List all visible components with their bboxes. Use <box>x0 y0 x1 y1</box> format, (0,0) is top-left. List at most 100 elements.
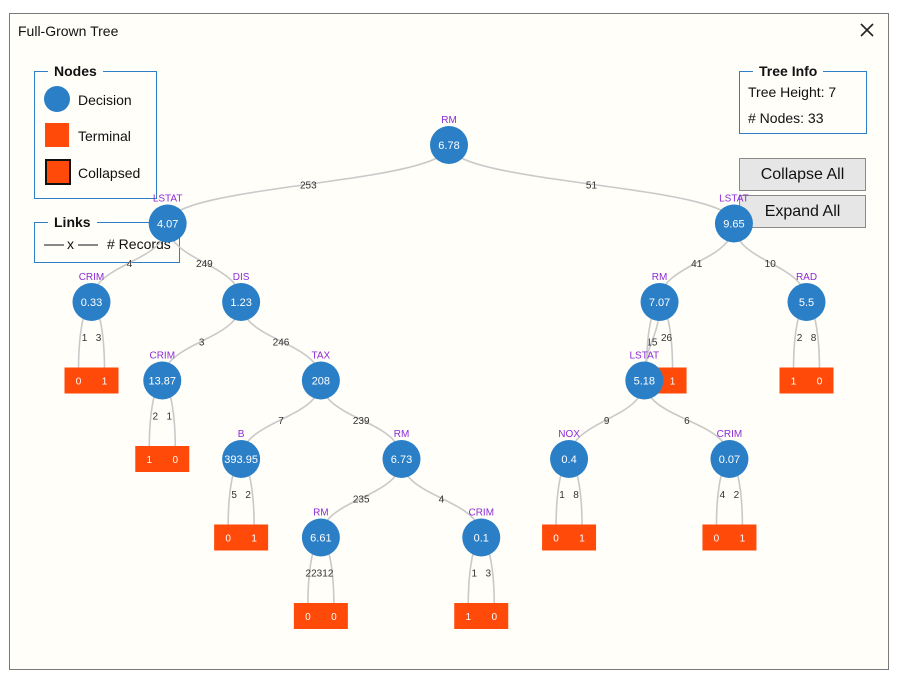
terminal-box[interactable] <box>214 524 269 551</box>
node-split-value: 4.07 <box>157 219 178 231</box>
decision-circle[interactable] <box>550 440 589 478</box>
decision-circle[interactable] <box>430 126 468 164</box>
terminal-left-value: 0 <box>305 612 311 623</box>
node-split-value: 0.4 <box>561 454 576 466</box>
terminal-box[interactable] <box>293 603 348 629</box>
terminal-box[interactable] <box>542 524 597 551</box>
node-split-value: 393.95 <box>224 454 258 466</box>
decision-legend-label: Decision <box>78 92 132 108</box>
terminal-edge-left-count: 2 <box>152 411 158 422</box>
terminal-right-value: 0 <box>491 612 497 623</box>
edge-record-count: 7 <box>278 416 284 427</box>
decision-circle[interactable] <box>382 440 421 478</box>
terminal-edge-right-count: 12 <box>322 568 334 579</box>
decision-node[interactable]: 5.5 RAD <box>787 272 826 321</box>
node-split-value: 0.33 <box>81 297 102 309</box>
decision-circle[interactable] <box>222 283 261 321</box>
terminal-left-value: 1 <box>146 455 152 466</box>
node-attribute-label: RAD <box>796 272 817 283</box>
edge-record-count: 249 <box>196 259 213 270</box>
decision-circle[interactable] <box>143 361 182 400</box>
decision-node[interactable]: 7.07 RM <box>640 272 679 321</box>
tree-edge <box>448 144 735 224</box>
decision-circle[interactable] <box>787 283 826 321</box>
node-attribute-label: RM <box>394 429 410 440</box>
terminal-box[interactable] <box>64 367 119 394</box>
tree-window: Full-Grown Tree Nodes Decision Terminal … <box>9 13 889 670</box>
collapse-all-button[interactable]: Collapse All <box>739 158 866 191</box>
terminal-right-value: 1 <box>579 534 585 545</box>
terminal-edge-right-count: 8 <box>811 333 817 344</box>
terminal-edge-right-count: 1 <box>166 411 172 422</box>
decision-circle[interactable] <box>640 283 679 321</box>
decision-circle[interactable] <box>301 518 340 557</box>
edge-record-count: 239 <box>353 416 370 427</box>
expand-all-button[interactable]: Expand All <box>739 195 866 228</box>
decision-circle[interactable] <box>714 204 753 243</box>
node-attribute-label: LSTAT <box>719 194 749 205</box>
node-attribute-label: CRIM <box>717 429 743 440</box>
edge-record-count: 4 <box>127 259 133 270</box>
node-count-text: # Nodes: 33 <box>748 110 824 126</box>
node-attribute-label: DIS <box>233 272 250 283</box>
terminal-legend-icon <box>45 123 69 147</box>
links-legend: Links <box>34 214 180 263</box>
node-split-value: 7.07 <box>649 297 670 309</box>
link-legend-icon <box>44 244 98 246</box>
decision-circle[interactable] <box>625 361 664 400</box>
terminal-edge-right-count: 3 <box>485 568 491 579</box>
decision-node[interactable]: 9.65 LSTAT <box>714 194 753 243</box>
node-split-value: 9.65 <box>723 219 744 231</box>
decision-node[interactable]: 6.73 RM <box>382 429 421 478</box>
node-attribute-label: RM <box>652 272 668 283</box>
decision-circle[interactable] <box>72 283 111 321</box>
decision-node[interactable]: 393.95B <box>222 429 261 478</box>
edge-record-count: 10 <box>765 259 777 270</box>
terminal-edge-left-count: 2 <box>797 333 803 344</box>
node-split-value: 5.5 <box>799 297 814 309</box>
terminal-right-value: 1 <box>251 534 257 545</box>
decision-circle[interactable] <box>710 440 749 478</box>
terminal-right-value: 1 <box>740 534 746 545</box>
node-split-value: 0.07 <box>719 454 740 466</box>
decision-node[interactable]: 0.07 CRIM <box>710 429 749 478</box>
node-split-value: 5.18 <box>634 376 655 388</box>
terminal-edge-left-count: 5 <box>231 490 237 501</box>
terminal-box[interactable] <box>135 446 190 472</box>
terminal-box[interactable] <box>702 524 757 551</box>
terminal-left-value: 1 <box>791 377 797 388</box>
decision-circle[interactable] <box>222 440 261 478</box>
collapsed-legend-label: Collapsed <box>78 165 141 181</box>
terminal-right-value: 1 <box>670 377 676 388</box>
decision-circle[interactable] <box>148 204 187 243</box>
terminal-box[interactable] <box>779 367 834 394</box>
decision-legend-icon <box>44 86 70 112</box>
nodes-legend: Nodes <box>34 63 157 199</box>
decision-circle[interactable] <box>462 518 501 557</box>
decision-circle[interactable] <box>301 361 340 400</box>
terminal-edge-right-count: 2 <box>245 490 251 501</box>
node-split-value: 6.73 <box>391 454 412 466</box>
close-icon[interactable] <box>856 19 878 41</box>
terminal-box[interactable] <box>454 603 509 629</box>
close-button[interactable] <box>856 19 878 41</box>
